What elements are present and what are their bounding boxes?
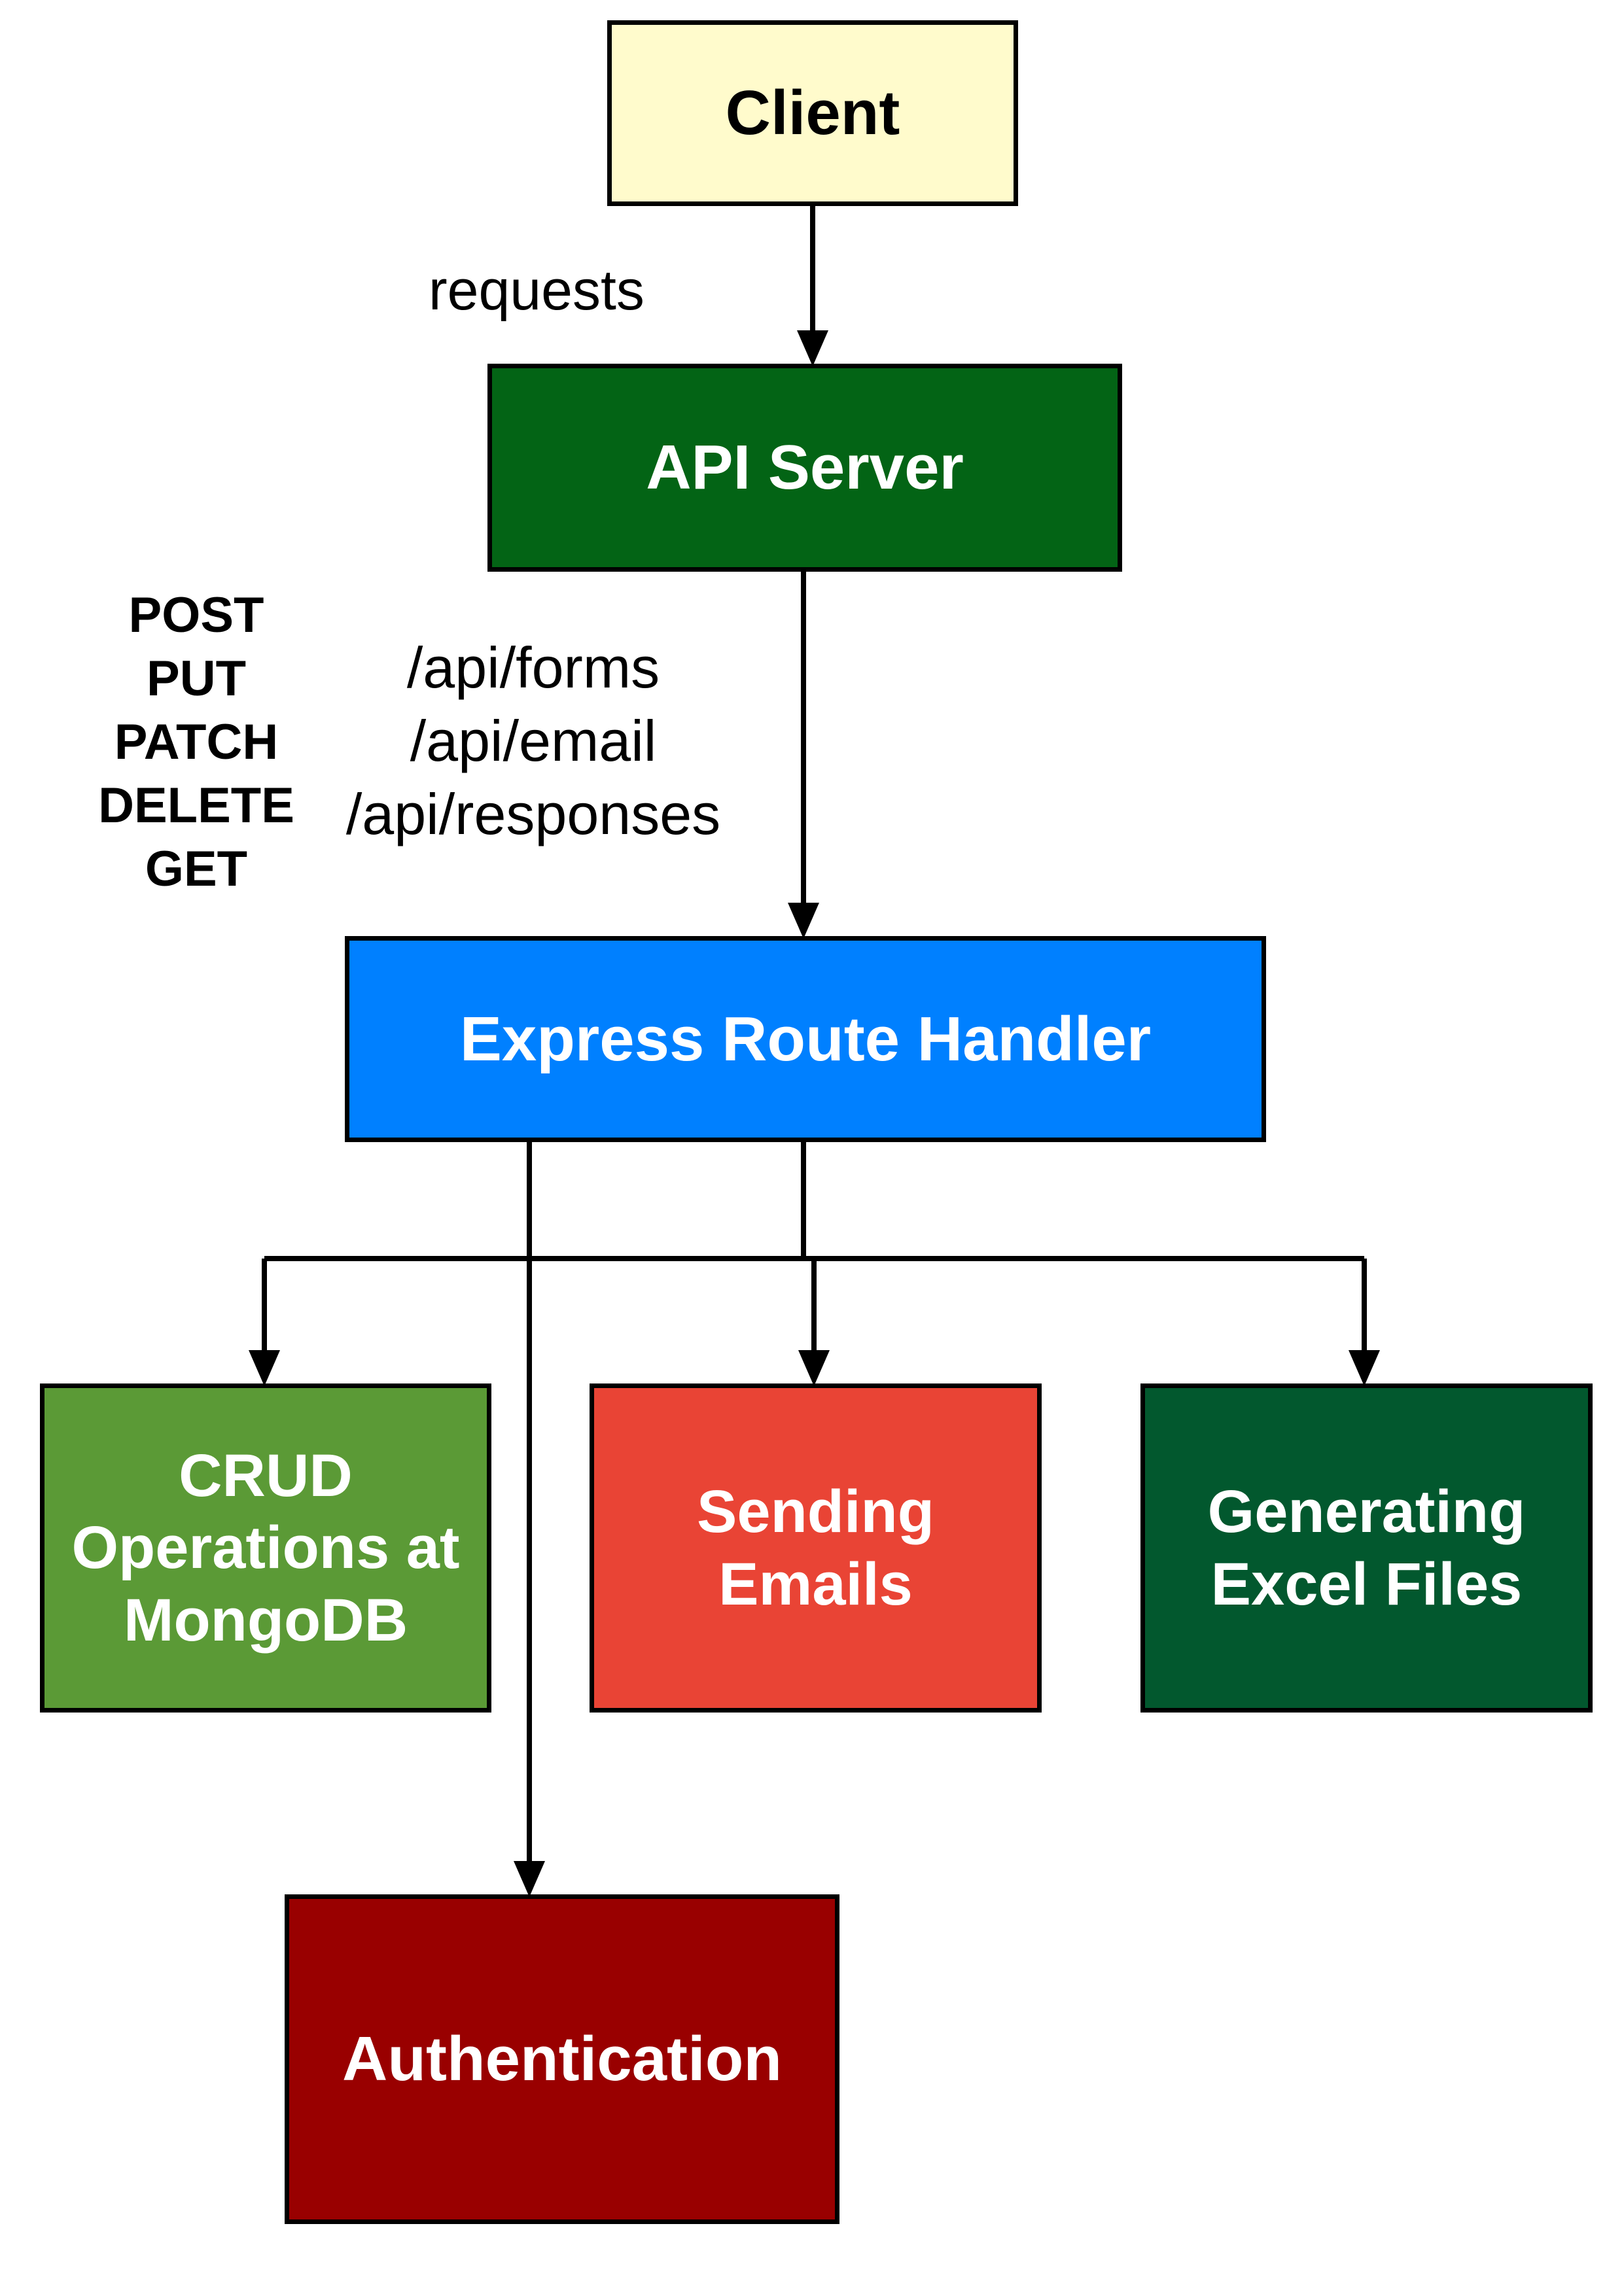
node-crud-operations: CRUD Operations at MongoDB	[40, 1383, 491, 1713]
edge-label-http-methods: POST PUT PATCH DELETE GET	[98, 587, 294, 897]
node-express-route-handler-label: Express Route Handler	[459, 1003, 1152, 1074]
node-authentication: Authentication	[285, 1894, 839, 2224]
node-generating-excel-files: Generating Excel Files	[1140, 1383, 1593, 1713]
arrowhead-auth	[514, 1861, 545, 1897]
node-sending-emails-label: Sending Emails	[697, 1478, 934, 1618]
arrowhead-excel	[1349, 1350, 1380, 1386]
arrowhead-api-server	[797, 330, 828, 366]
node-sending-emails: Sending Emails	[590, 1383, 1042, 1713]
edge-label-requests: requests	[429, 259, 644, 322]
node-express-route-handler: Express Route Handler	[345, 936, 1266, 1142]
arrowhead-crud	[249, 1350, 280, 1386]
arrowhead-express	[788, 903, 819, 939]
arrowhead-email	[798, 1350, 830, 1386]
node-authentication-label: Authentication	[342, 2024, 782, 2095]
node-client-label: Client	[725, 78, 900, 148]
node-api-server: API Server	[487, 364, 1122, 572]
node-crud-operations-label: CRUD Operations at MongoDB	[71, 1442, 460, 1654]
edge-label-api-routes: /api/forms /api/email /api/responses	[345, 635, 721, 846]
node-client: Client	[607, 20, 1018, 206]
node-api-server-label: API Server	[646, 432, 964, 503]
node-generating-excel-files-label: Generating Excel Files	[1207, 1478, 1526, 1618]
